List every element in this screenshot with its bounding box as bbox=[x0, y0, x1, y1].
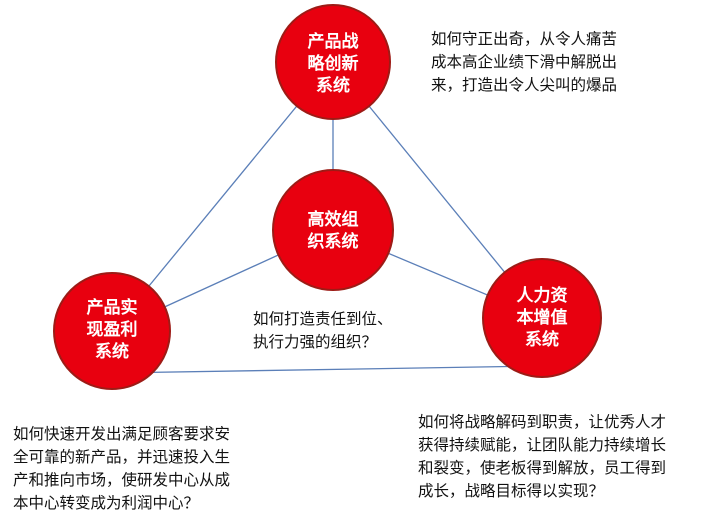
note-top: 如何守正出奇，从令人痛苦 成本高企业绩下滑中解脱出 来，打造出令人尖叫的爆品 bbox=[431, 30, 618, 94]
nodes bbox=[53, 4, 602, 390]
node-top-circle bbox=[275, 4, 391, 120]
node-left-circle bbox=[53, 272, 171, 390]
note-center: 如何打造责任到位、 执行力强的组织？ bbox=[253, 310, 393, 351]
note-left: 如何快速开发出满足顾客要求安 全可靠的新产品，并迅速投入生 产和推向市场，使研发… bbox=[13, 425, 231, 512]
note-right: 如何将战略解码到职责，让优秀人才 获得持续赋能，让团队能力持续增长 和裂变，使老… bbox=[418, 413, 667, 500]
connector-left-right bbox=[111, 365, 543, 374]
node-center-circle bbox=[272, 169, 394, 291]
node-right-circle bbox=[482, 258, 602, 378]
